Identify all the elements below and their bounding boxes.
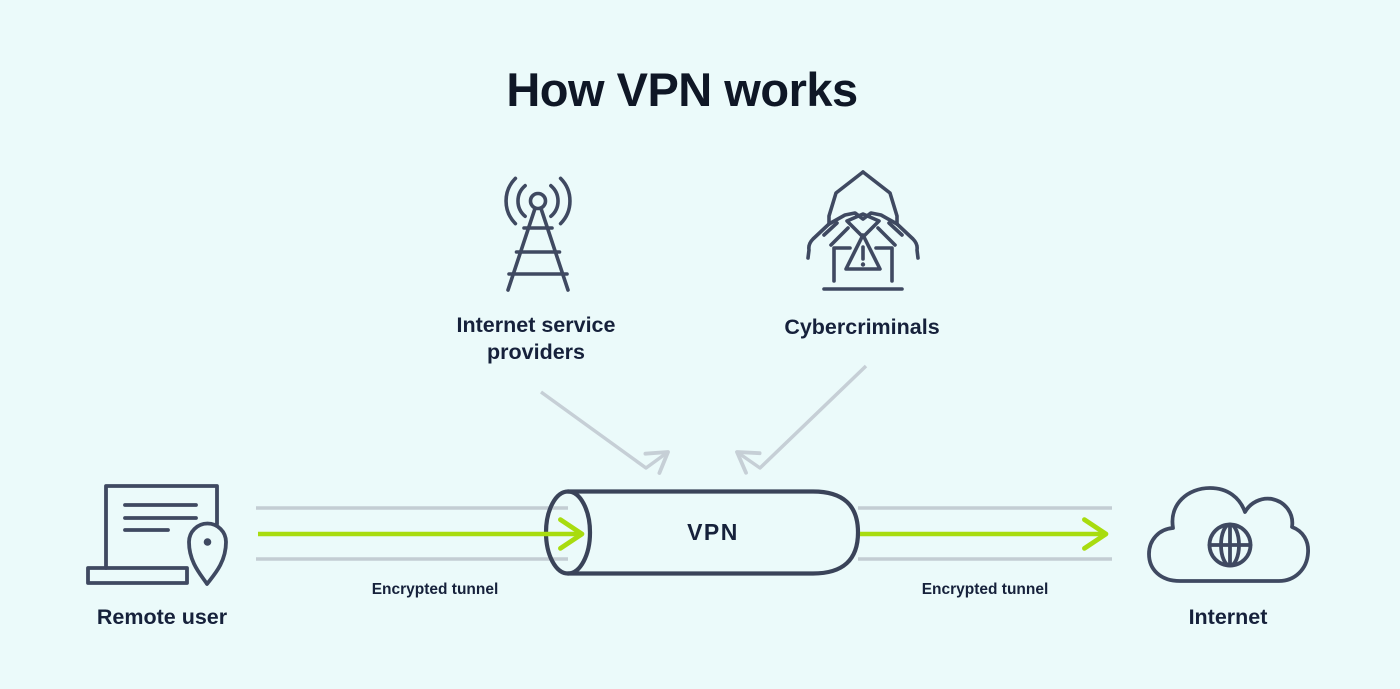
- remote-user-label: Remote user: [96, 605, 228, 629]
- isp-label: Internet service providers: [456, 313, 616, 364]
- radio-tower-icon: [504, 176, 572, 292]
- page-title: How VPN works: [506, 63, 858, 116]
- encrypted-tunnel-label-left: Encrypted tunnel: [371, 581, 499, 598]
- cloud-globe-icon: [1147, 486, 1310, 583]
- hacker-laptop-warning-icon: [806, 170, 920, 291]
- gray-arrow-from-cybercriminals: [735, 364, 868, 475]
- vpn-label: VPN: [687, 519, 739, 545]
- gray-arrow-from-isp: [539, 390, 670, 475]
- laptop-location-pin-icon: [86, 484, 228, 586]
- encrypted-tunnel-label-right: Encrypted tunnel: [921, 581, 1049, 598]
- vpn-tunnel-body: [565, 489, 861, 576]
- cybercriminals-label: Cybercriminals: [784, 315, 940, 339]
- internet-label: Internet: [1188, 605, 1268, 629]
